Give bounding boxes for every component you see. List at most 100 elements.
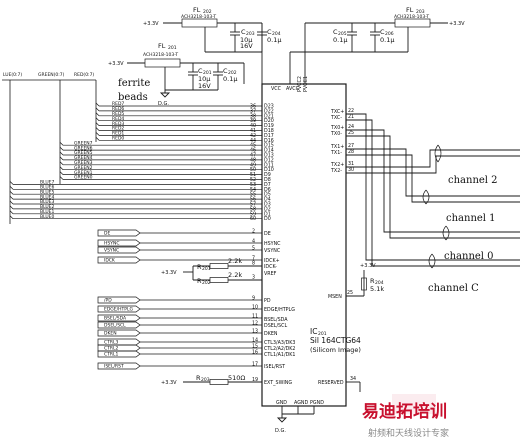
ctrl-arrow-ctrl3 (97, 338, 141, 346)
ctrl-arrow-hsync (97, 239, 141, 247)
pin-tx1p: 27 (348, 143, 354, 149)
c201-sub: 201 (203, 70, 212, 76)
signal-blue5: BLUE5 (40, 189, 55, 195)
data-signal-lines: RED7RED6RED5RED4RED3RED2RED1RED0GREEN7GR… (9, 101, 262, 220)
ic-isel: ISEL/RST (264, 364, 285, 370)
ic-data-pin-d17: D17 (264, 133, 274, 139)
signal-blue0: BLUE0 (40, 214, 55, 220)
signal-blue6: BLUE6 (40, 185, 55, 191)
fl201-part: ACH3218-103-T (143, 52, 178, 58)
signal-red0: RED0 (112, 136, 124, 142)
r204-label: R (370, 277, 375, 285)
ic-data-pins: D2336D2237D2138D2039D1940D1841D1742D1644… (250, 104, 274, 223)
ic-data-pin-d9: D9 (264, 172, 271, 178)
ic-idckn: IDCK- (264, 264, 277, 270)
c204-sub: 204 (272, 31, 281, 37)
ic-data-pin-num: 50 (250, 167, 256, 173)
ic-tx1p: TX1+ (330, 144, 344, 150)
ic-data-pin-d3: D3 (264, 202, 271, 208)
ic-data-pin-num: 38 (250, 113, 256, 119)
ic-hsync: HSYNC (264, 241, 281, 247)
ic-data-pin-num: 55 (250, 192, 256, 198)
r201-label: R (197, 263, 202, 271)
c205-sub: 205 (338, 31, 347, 37)
ic-data-pin-num: 47 (250, 153, 256, 159)
ic-data-pin-num: 53 (250, 182, 256, 188)
bus-tap (59, 161, 64, 166)
ctrl-pin-vsync: 5 (252, 246, 255, 252)
ctrl-label-ctrl3: CTRL3 (104, 340, 119, 346)
ic-data-pin-num: 36 (250, 104, 256, 110)
signal-red2: RED2 (112, 126, 124, 132)
ic-data-pin-d14: D14 (264, 148, 274, 154)
ic-data-pin-d19: D19 (264, 123, 274, 129)
ic-reserved: RESERVED (318, 380, 344, 386)
ic-data-pin-num: 42 (250, 133, 256, 139)
fl201-label: FL (158, 42, 166, 50)
ctrl-label-hsync: HSYNC (104, 241, 120, 247)
ctrl-pin-hsync: 4 (252, 239, 255, 245)
pin-txcp: 22 (348, 108, 354, 114)
signal-green5: GREEN5 (74, 150, 93, 156)
ctrl-arrow-pd (97, 296, 141, 304)
signal-blue3: BLUE3 (40, 199, 55, 205)
bus-tap (9, 186, 14, 190)
ic-tx1n: TX1- (330, 150, 342, 156)
ic-data-pin-d5: D5 (264, 192, 271, 198)
ic-data-pin-d6: D6 (264, 187, 271, 193)
ic-data-pin-num: 48 (250, 157, 256, 163)
fl202-part: ACH3218-103-T (181, 14, 216, 20)
signal-red4: RED4 (112, 116, 124, 122)
ctrl-pin-idckn: 8 (252, 261, 255, 267)
ctrl-arrow-dsel (97, 321, 141, 329)
ic-data-pin-num: 56 (250, 197, 256, 203)
ic-de: DE (264, 231, 271, 237)
ctrl-label-dken: DKEN (104, 331, 117, 337)
ic-tx2n: TX2- (330, 168, 342, 174)
bus-tap (9, 200, 14, 205)
ic-data-pin-d18: D18 (264, 128, 274, 134)
ic-data-pin-d20: D20 (264, 118, 274, 124)
ctrl-pin-de: 2 (252, 229, 255, 235)
c203-sub: 203 (246, 31, 255, 37)
signal-blue2: BLUE2 (40, 204, 55, 210)
ic-data-pin-d13: D13 (264, 153, 274, 159)
extswing-resistor: +3.3V R 203 510Ω 19 (161, 374, 262, 386)
signal-green2: GREEN2 (74, 165, 93, 171)
ic-data-pin-d23: D23 (264, 104, 274, 110)
bus-tap (59, 146, 64, 151)
bus-tap (95, 137, 100, 141)
fl202-label: FL (193, 6, 201, 14)
bus-green-label: GREEN(0:7) (38, 72, 65, 78)
ctrl-label-vsync: VSYNC (104, 248, 119, 254)
ic-data-pin-d8: D8 (264, 177, 271, 183)
reserved-pin: 34 (346, 376, 361, 392)
ic-data-pin-num: 44 (250, 138, 256, 144)
ctrl-label-idck: IDCK (104, 258, 116, 264)
ic-gnd: GND (276, 400, 287, 406)
ic-dsel: DSEL/SCL (264, 323, 287, 329)
ctrl-arrow-bsel (97, 314, 141, 322)
ic-data-pin-d0: D0 (264, 216, 271, 222)
ic-data-pin-d22: D22 (264, 108, 274, 114)
bottom-ground: D.G. (275, 406, 315, 434)
c203-v: 16V (240, 42, 253, 50)
ctrl-arrow-idck (97, 256, 141, 264)
pin-tx0n: 25 (348, 130, 354, 136)
r202-val: 2.2k (228, 271, 242, 279)
ctrl-label-isel: ISEL/RST (104, 364, 124, 370)
c201-label: C (198, 67, 203, 75)
ctrl-arrow-de (97, 229, 141, 237)
tx-outputs: 22 21 24 25 27 28 31 30 channel 2 channe… (346, 108, 520, 294)
ctrl-arrow-edge (97, 305, 141, 313)
ic-msen: MSEN (328, 294, 342, 300)
ctrl-pin-idck: 7 (252, 256, 255, 262)
ctrl-label-edge: EDGE/HTPLG (104, 307, 134, 313)
ctrl-arrow-isel (97, 362, 141, 370)
ic-data-pin-d1: D1 (264, 211, 271, 217)
ic-name-sub: 201 (318, 331, 327, 337)
bus-tap (9, 215, 14, 219)
c203-val: 10μ (240, 36, 252, 44)
bus-tap (95, 117, 100, 121)
channel-2: channel 2 (448, 175, 498, 186)
